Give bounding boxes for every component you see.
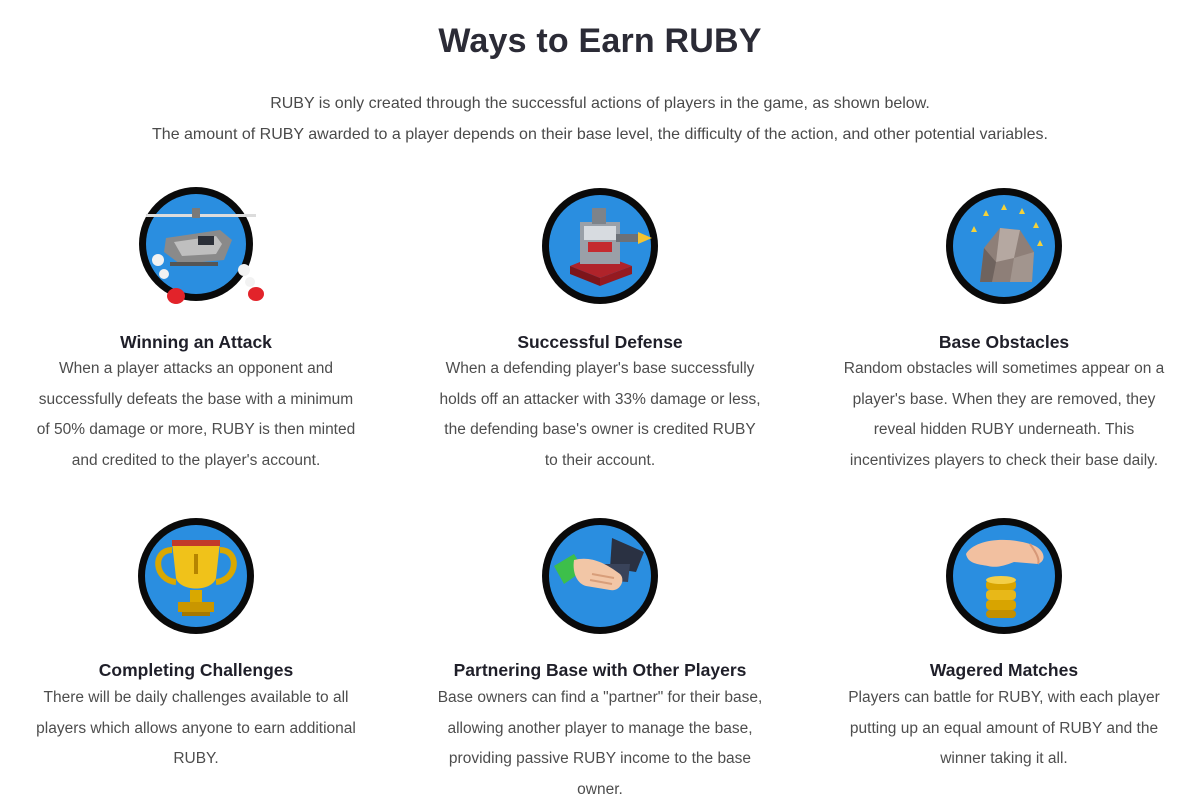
page-title: Ways to Earn RUBY [438,22,762,60]
card-description-line: putting up an equal amount of RUBY and t… [849,719,1159,737]
card-description-line: and credited to the player's account. [71,451,321,469]
card-description-line: providing passive RUBY income to the bas… [448,750,752,767]
rock-obstacle-icon [944,178,1064,308]
trophy-icon [136,508,256,638]
card-description-line: to their account. [544,451,656,469]
card-description-line: players which allows anyone to earn addi… [36,719,356,737]
card-description-line: of 50% damage or more, RUBY is then mint… [36,421,356,438]
defense-turret-icon [540,178,660,308]
intro-line: RUBY is only created through the success… [270,95,930,112]
card-description-line: incentivizes players to check their base… [849,451,1159,469]
card-description: Players can battle for RUBY, with each p… [814,683,1194,775]
card-successful-defense: Successful Defense When a defending play… [410,178,790,478]
card-description-line: Players can battle for RUBY, with each p… [848,689,1160,706]
card-description-line: When a player attacks an opponent and [58,360,334,377]
handshake-icon [540,508,660,638]
card-description-line: There will be daily challenges available… [43,689,349,706]
card-wagered-matches: Wagered Matches Players can battle for R… [814,508,1194,798]
card-description-line: Base owners can find a "partner" for the… [437,689,763,706]
coins-hand-icon [944,508,1064,638]
card-title: Successful Defense [517,332,683,352]
card-description-line: the defending base's owner is credited R… [444,421,756,438]
card-description-line: winner taking it all. [940,750,1068,767]
card-description-line: reveal hidden RUBY underneath. This [873,421,1135,438]
card-title: Base Obstacles [938,332,1070,352]
card-description-line: owner. [577,780,623,798]
card-title: Completing Challenges [98,660,294,680]
card-completing-challenges: Completing Challenges There will be dail… [6,508,386,798]
card-description-line: Random obstacles will sometimes appear o… [843,360,1165,377]
card-description-line: allowing another player to manage the ba… [447,719,753,737]
card-description-line: successfully defeats the base with a min… [38,390,354,408]
card-description-line: When a defending player's base successfu… [445,360,755,377]
card-description: When a player attacks an opponent and su… [6,354,386,476]
card-description-line: holds off an attacker with 33% damage or… [439,390,761,408]
card-partnering-base: Partnering Base with Other Players Base … [410,508,790,808]
card-winning-attack: Winning an Attack When a player attacks … [6,178,386,478]
card-description: There will be daily challenges available… [6,683,386,775]
intro-line: The amount of RUBY awarded to a player d… [152,126,1048,143]
card-description-line: RUBY. [173,750,219,767]
card-title: Partnering Base with Other Players [453,660,747,680]
card-description: Random obstacles will sometimes appear o… [814,354,1194,476]
card-description-line: player's base. When they are removed, th… [852,390,1156,408]
card-description: Base owners can find a "partner" for the… [410,683,790,805]
card-title: Wagered Matches [929,660,1079,680]
card-base-obstacles: Base Obstacles Random obstacles will som… [814,178,1194,478]
helicopter-icon [136,178,264,308]
intro-text: RUBY is only created through the success… [0,88,1200,150]
card-title: Winning an Attack [120,332,272,352]
card-description: When a defending player's base successfu… [410,354,790,476]
